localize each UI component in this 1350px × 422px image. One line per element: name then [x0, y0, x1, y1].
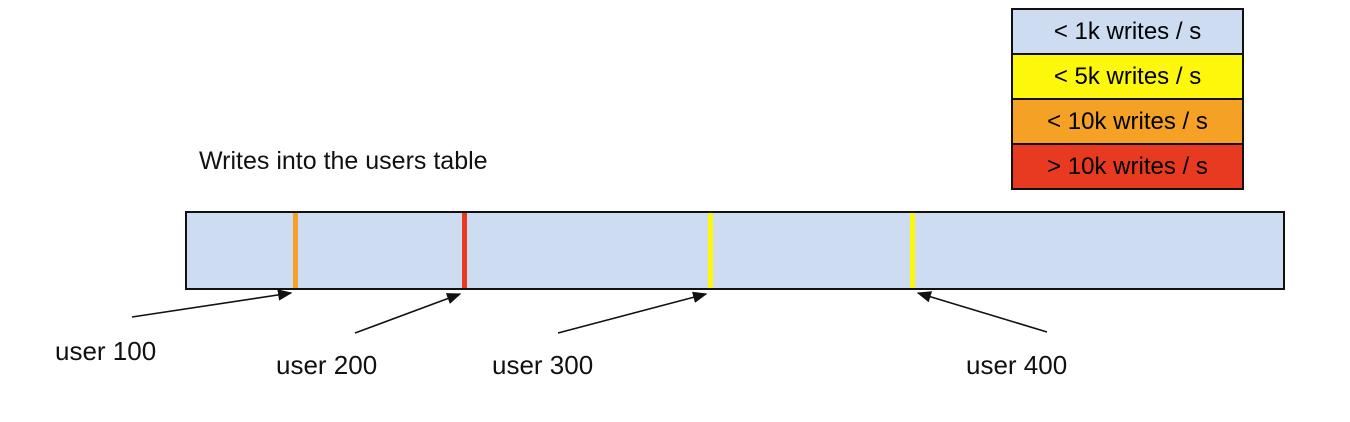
legend-item-label: < 1k writes / s	[1053, 17, 1202, 45]
callout-arrow-user-300	[557, 291, 708, 334]
callout-label-user-300: user 300	[492, 350, 594, 380]
diagram-title: Writes into the users table	[199, 147, 488, 175]
legend-item-lt-10k: < 10k writes / s	[1011, 98, 1244, 145]
legend-item-lt-1k: < 1k writes / s	[1011, 8, 1244, 55]
callout-label-user-100: user 100	[55, 336, 157, 366]
legend-item-label: > 10k writes / s	[1047, 152, 1208, 180]
write-hotspot-marker-user-100	[292, 213, 298, 288]
write-rate-legend: < 1k writes / s < 5k writes / s < 10k wr…	[1011, 8, 1244, 190]
callout-label-user-200: user 200	[276, 350, 378, 380]
legend-item-label: < 5k writes / s	[1053, 62, 1202, 90]
legend-item-lt-5k: < 5k writes / s	[1011, 53, 1244, 100]
write-hotspot-marker-user-300	[708, 213, 714, 288]
write-hotspot-marker-user-400	[910, 213, 916, 288]
users-table-bar	[185, 211, 1285, 290]
callout-arrow-user-200	[354, 293, 462, 334]
legend-item-label: < 10k writes / s	[1047, 107, 1208, 135]
write-hotspot-marker-user-200	[461, 213, 467, 288]
callout-arrow-user-400	[916, 291, 1048, 333]
callout-arrow-user-100	[131, 289, 293, 318]
callout-label-user-400: user 400	[966, 350, 1068, 380]
legend-item-gt-10k: > 10k writes / s	[1011, 143, 1244, 190]
